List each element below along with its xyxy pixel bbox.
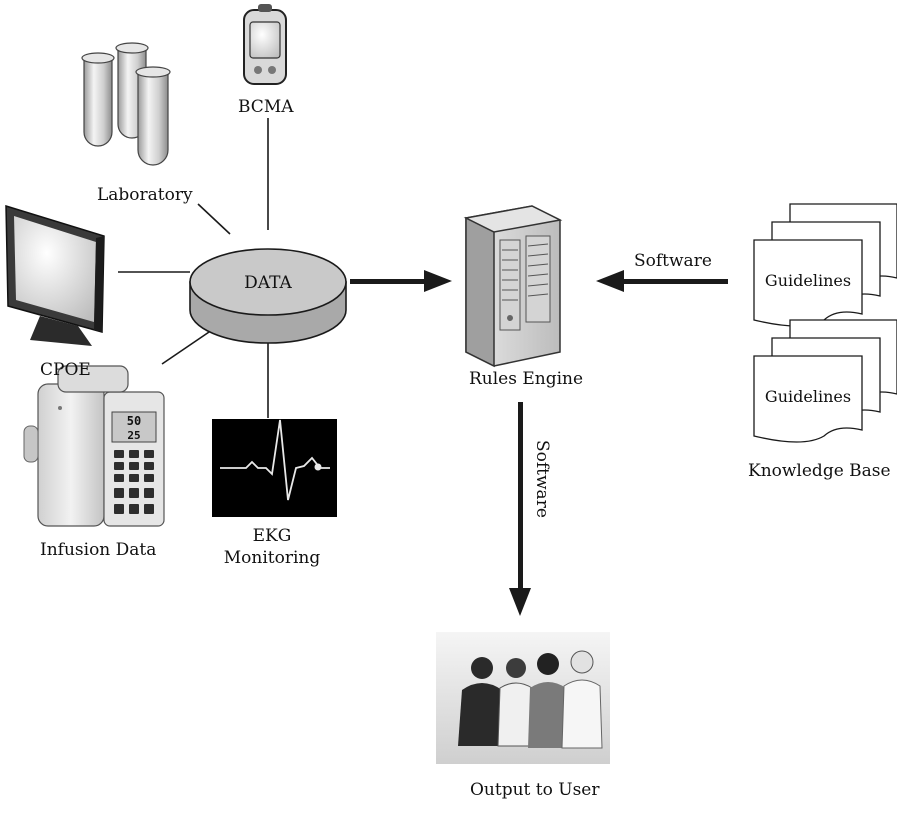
pump-display-bottom: 25	[127, 429, 140, 442]
guidelines-stack-top	[753, 203, 897, 327]
pump-display-top: 50	[127, 414, 141, 428]
server-icon	[463, 205, 563, 368]
laboratory-label: Laboratory	[97, 185, 193, 205]
rules-engine-label: Rules Engine	[469, 369, 584, 389]
laboratory-connector	[197, 203, 231, 235]
bcma-device-icon	[243, 4, 287, 85]
monitor-icon	[5, 204, 105, 346]
connector-lines	[118, 118, 269, 418]
knowledge-base-label: Knowledge Base	[748, 461, 891, 481]
bcma-label: BCMA	[238, 97, 294, 117]
cpoe-label: CPOE	[40, 360, 91, 380]
ekg-label-line1: EKG	[252, 526, 292, 546]
software-to-engine-arrow	[596, 270, 728, 292]
engine-to-output-arrow	[509, 402, 531, 616]
data-cylinder	[189, 248, 347, 344]
guidelines-label-2: Guidelines	[765, 387, 851, 406]
data-label: DATA	[244, 273, 292, 293]
ekg-monitor-icon	[212, 419, 337, 517]
guidelines-stack-bottom	[753, 319, 897, 443]
people-group-photo	[436, 632, 610, 764]
guidelines-label-1: Guidelines	[765, 271, 851, 290]
software-label-horizontal: Software	[634, 251, 712, 271]
ekg-label-line2: Monitoring	[223, 548, 321, 568]
infusion-label: Infusion Data	[40, 540, 157, 560]
infusion-pump-icon: 50 25	[23, 365, 165, 527]
document-stack-icon	[753, 203, 897, 443]
output-to-user-label: Output to User	[470, 780, 600, 800]
data-to-engine-arrow	[350, 270, 452, 292]
test-tubes-icon	[81, 42, 171, 166]
arrows	[350, 270, 728, 616]
infusion-connector	[161, 329, 213, 365]
software-label-vertical: Software	[532, 440, 552, 518]
